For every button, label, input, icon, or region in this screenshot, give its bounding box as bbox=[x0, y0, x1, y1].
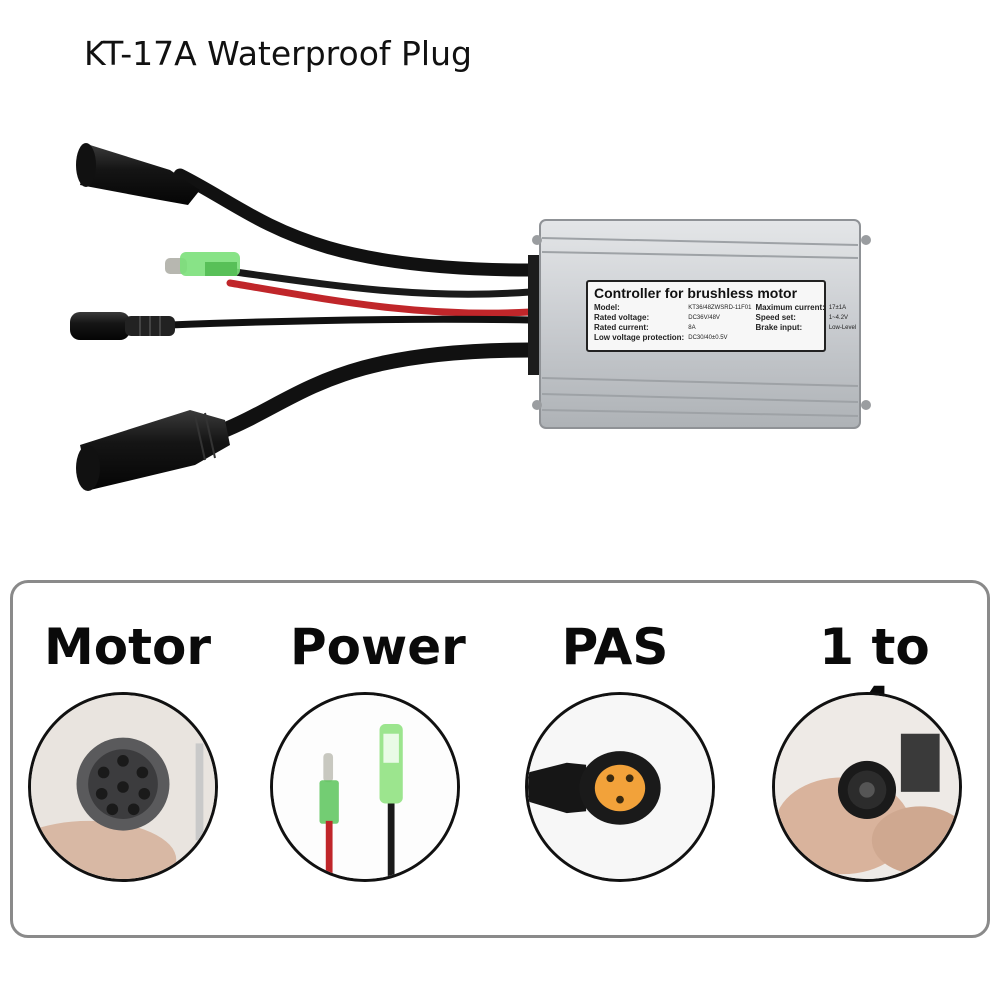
sticker-value: 1~4.2V bbox=[828, 315, 849, 321]
connector-label-pas: PAS bbox=[561, 618, 669, 676]
power-plug-icon bbox=[270, 692, 460, 882]
display-plug-icon bbox=[772, 692, 962, 882]
sticker-key: Speed set: bbox=[755, 313, 796, 322]
sticker-heading: Controller for brushless motor bbox=[594, 285, 798, 301]
sticker-value: DC30/40±0.5V bbox=[688, 335, 728, 341]
power-terminals bbox=[165, 252, 240, 276]
display-cable-plug bbox=[76, 410, 230, 491]
page-title: KT-17A Waterproof Plug bbox=[84, 34, 472, 73]
sticker-key: Model: bbox=[594, 303, 620, 312]
motor-cable-plug bbox=[76, 143, 200, 205]
sticker-value: 8A bbox=[688, 325, 696, 331]
controller-sticker: Controller for brushless motor Model: KT… bbox=[586, 280, 856, 352]
sticker-key: Rated current: bbox=[594, 323, 649, 332]
controller-photo bbox=[70, 143, 871, 491]
connector-label-motor: Motor bbox=[44, 618, 212, 676]
sticker-value: DC36V/48V bbox=[688, 315, 720, 321]
cables bbox=[166, 168, 538, 440]
connector-label-power: Power bbox=[290, 618, 466, 676]
sticker-key: Low voltage protection: bbox=[594, 333, 685, 342]
pas-plug-icon bbox=[525, 692, 715, 882]
motor-plug-icon bbox=[28, 692, 218, 882]
sticker-value: KT36/48ZWSRD-11F01 bbox=[688, 305, 752, 311]
sticker-key: Rated voltage: bbox=[594, 313, 650, 322]
sticker-key: Brake input: bbox=[755, 323, 803, 332]
pas-cable-plug bbox=[70, 312, 175, 340]
sticker-key: Maximum current: bbox=[755, 303, 825, 312]
sticker-value: Low-Level bbox=[828, 325, 857, 331]
sticker-value: 17±1A bbox=[828, 305, 847, 311]
